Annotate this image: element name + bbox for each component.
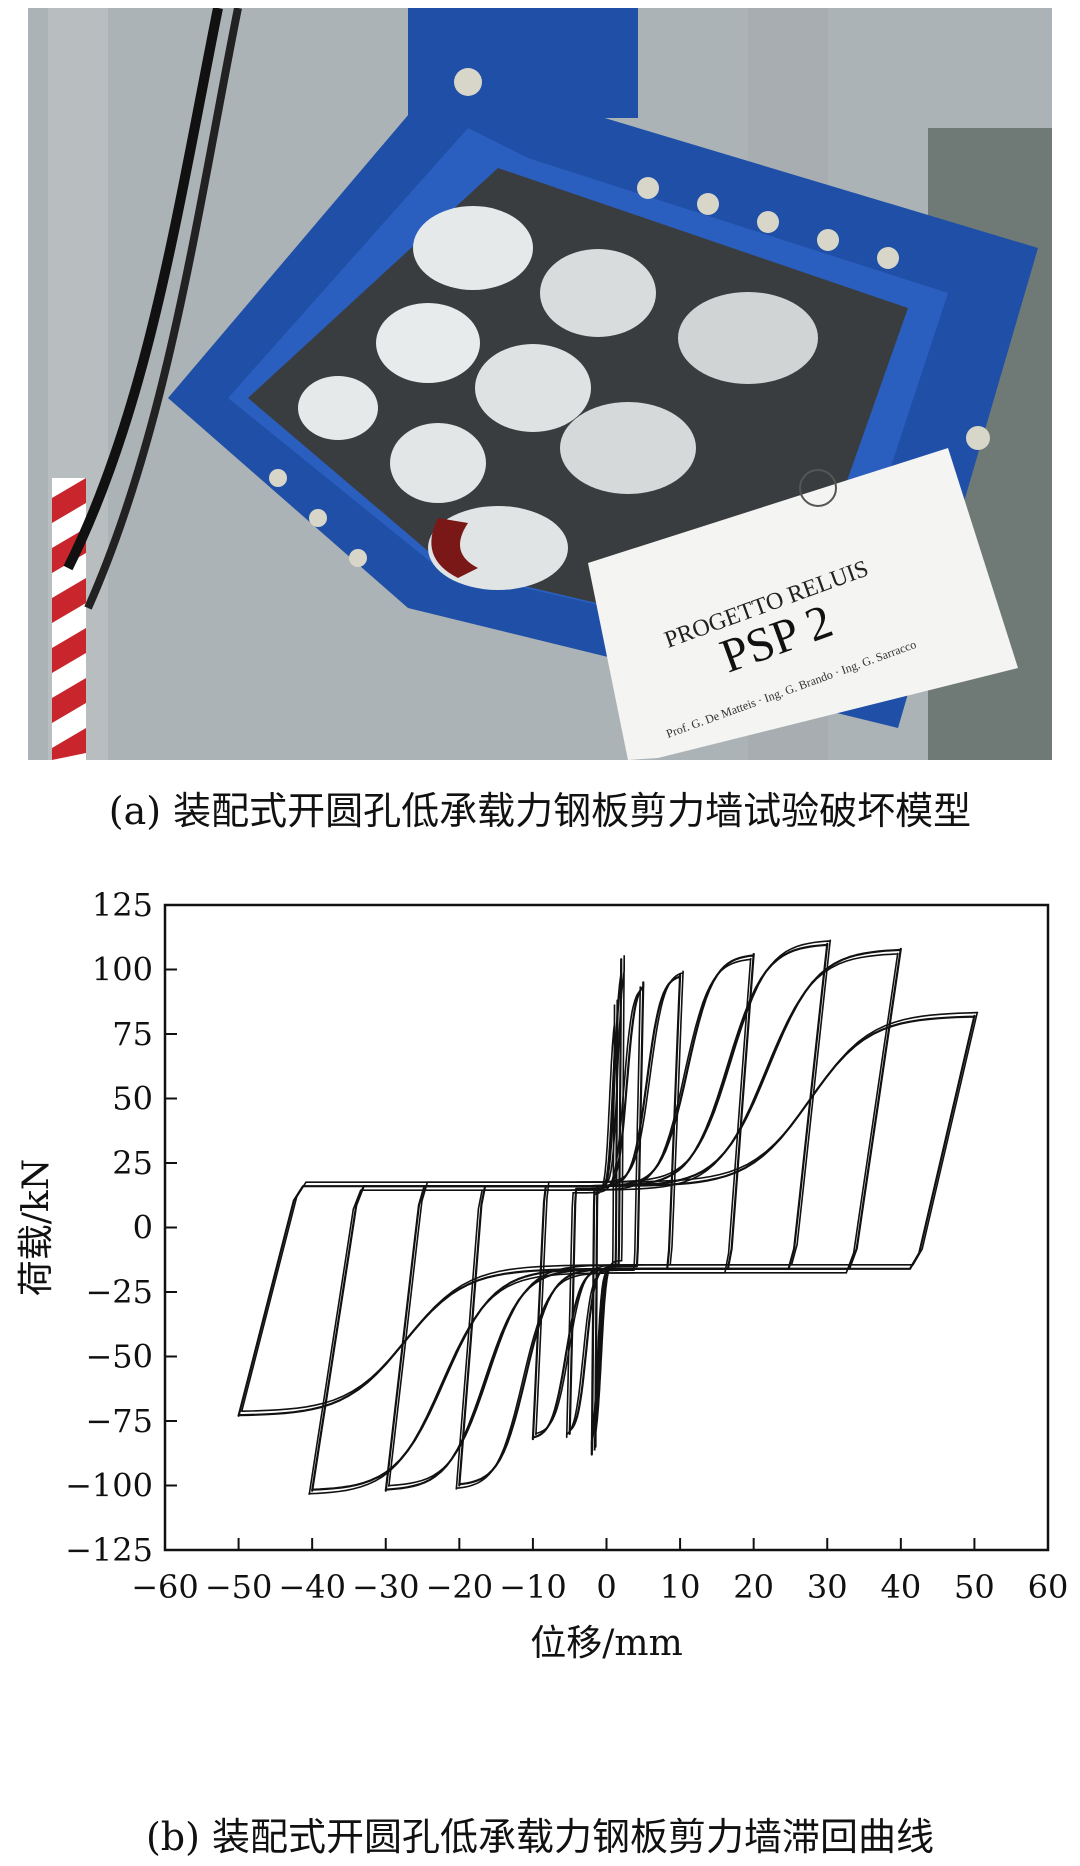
x-tick-label: −10 [499, 1568, 567, 1606]
specimen-label: PROGETTO RELUIS PSP 2 Prof. G. De Mattei… [588, 448, 1018, 760]
y-tick-label: 100 [92, 951, 153, 989]
striped-pole [52, 478, 86, 760]
hysteresis-loop-repeat-30mm [388, 939, 832, 1487]
x-tick-label: 50 [954, 1568, 995, 1606]
x-axis-label: 位移/mm [530, 1623, 682, 1664]
x-tick-label: 30 [807, 1568, 848, 1606]
plot-frame [163, 903, 1050, 1552]
y-tick-label: −25 [85, 1273, 153, 1311]
y-tick-label: −100 [65, 1467, 153, 1505]
y-tick-label: −125 [65, 1531, 153, 1569]
hysteresis-loop-repeat-5mm [565, 986, 642, 1438]
hysteresis-loop-40mm [311, 947, 902, 1492]
y-axis-label: 荷载/kN [16, 1159, 57, 1296]
x-tick-label: −40 [278, 1568, 346, 1606]
hysteresis-loop-repeat-10mm [535, 970, 684, 1436]
test-specimen-photo: PROGETTO RELUIS PSP 2 Prof. G. De Mattei… [28, 8, 1052, 760]
hysteresis-loop-10mm [531, 973, 682, 1441]
y-tick-label: −50 [85, 1338, 153, 1376]
hysteresis-loop-5mm [568, 981, 645, 1435]
chart-axes [163, 903, 1050, 1552]
y-tick-label: −75 [85, 1402, 153, 1440]
x-tick-label: −20 [426, 1568, 494, 1606]
x-tick-label: 60 [1028, 1568, 1069, 1606]
x-tick-label: 0 [596, 1568, 616, 1606]
x-tick-label: 10 [660, 1568, 701, 1606]
hysteresis-loop-20mm [458, 952, 755, 1487]
x-tick-label: −60 [131, 1568, 199, 1606]
y-tick-label: 125 [92, 886, 153, 924]
y-tick-label: 75 [112, 1015, 153, 1053]
x-tick-label: 20 [733, 1568, 774, 1606]
hysteresis-loop-30mm [384, 942, 829, 1492]
y-tick-label: 25 [112, 1144, 153, 1182]
x-tick-label: 40 [880, 1568, 921, 1606]
caption-a: (a) 装配式开圆孔低承载力钢板剪力墙试验破坏模型 [108, 789, 972, 833]
hysteresis-loop-50mm [237, 1014, 976, 1417]
hysteresis-loop-repeat-40mm [308, 952, 899, 1495]
hysteresis-loop-repeat-20mm [455, 957, 752, 1490]
hysteresis-loop-repeat-50mm [240, 1011, 979, 1412]
caption-b: (b) 装配式开圆孔低承载力钢板剪力墙滞回曲线 [145, 1815, 935, 1859]
hysteresis-curves [237, 939, 979, 1495]
perforated-steel-plate [248, 168, 908, 648]
y-tick-label: 50 [112, 1080, 153, 1118]
x-tick-label: −30 [352, 1568, 420, 1606]
x-tick-label: −50 [205, 1568, 273, 1606]
y-tick-label: 0 [133, 1209, 153, 1247]
